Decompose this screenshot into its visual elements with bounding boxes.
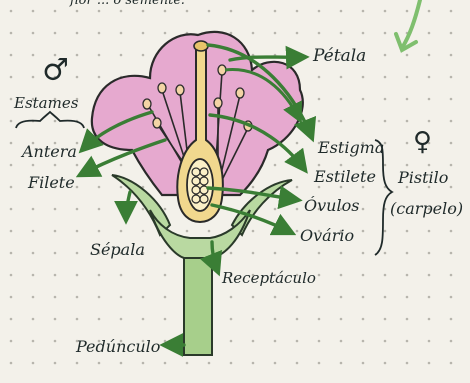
ovary: [187, 159, 213, 211]
female-symbol: ♀: [413, 127, 432, 157]
label-antera: Antera: [20, 142, 77, 161]
header-text: flor ... o semente:: [69, 0, 185, 8]
label-receptaculo: Receptáculo: [221, 269, 316, 287]
label-carpelo: (carpelo): [390, 199, 463, 218]
male-symbol: ♂: [42, 53, 69, 88]
label-estilete: Estilete: [313, 167, 376, 186]
label-filete: Filete: [27, 173, 75, 192]
label-ovulos: Óvulos: [304, 195, 359, 215]
label-estigma: Estigma: [317, 138, 384, 157]
label-petala: Pétala: [312, 46, 366, 66]
label-pistilo: Pistilo: [397, 168, 448, 187]
label-estames: Estames: [13, 94, 79, 112]
label-sepala: Sépala: [90, 240, 145, 259]
label-ovario: Ovário: [300, 226, 354, 245]
label-peduncolo: Pedúnculo: [75, 337, 160, 356]
stigma: [194, 41, 208, 51]
peduncle: [184, 250, 212, 355]
